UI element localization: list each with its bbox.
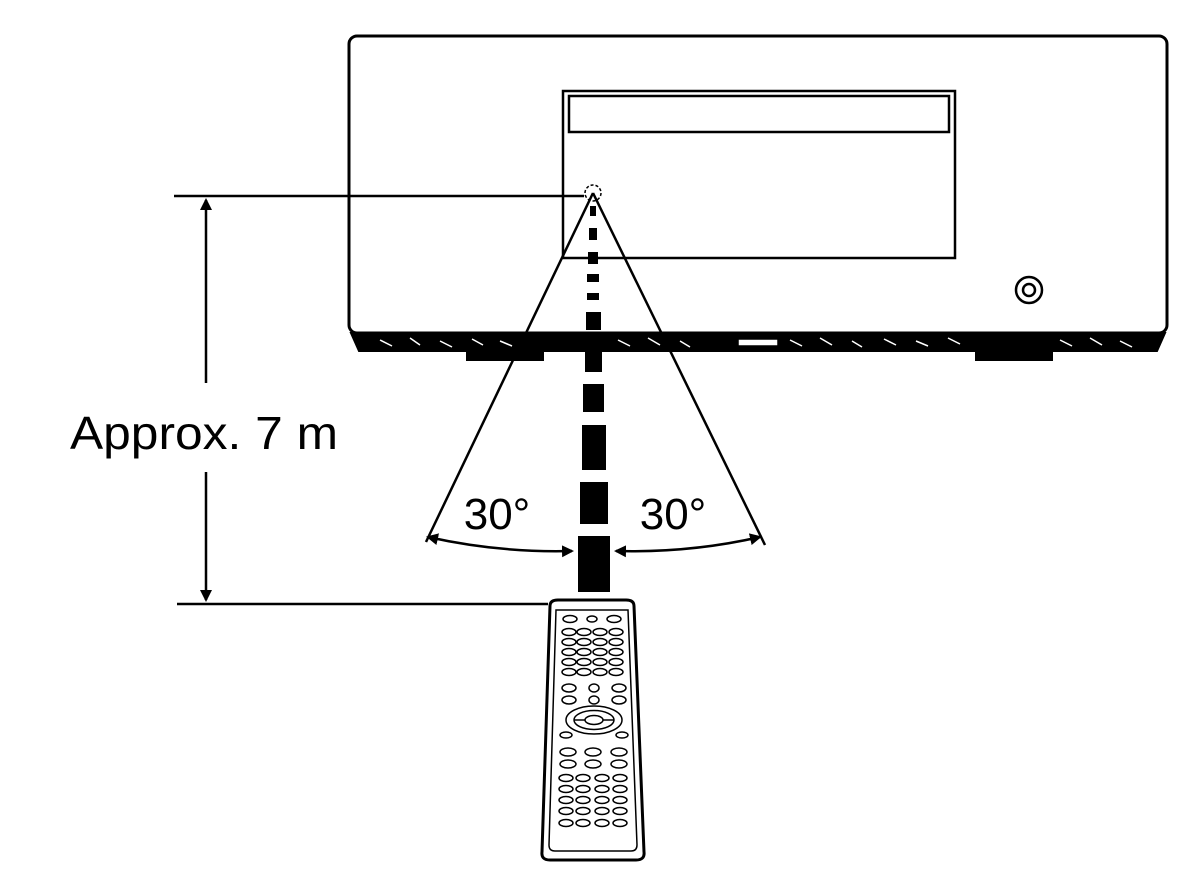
cone-edge-right: [591, 192, 767, 546]
unit-disc-slot: [567, 94, 951, 134]
remote-button-grid-upper: [561, 627, 627, 705]
unit-grille: [379, 337, 1133, 348]
operating-angle-cone: 30° 30°: [424, 192, 767, 592]
remote-button-grid-lower: [558, 747, 628, 828]
unit-foot-left: [466, 351, 544, 361]
angle-arc-right: [614, 533, 762, 558]
main-unit: [347, 34, 1169, 361]
unit-foot-right: [975, 351, 1053, 361]
unit-center-notch: [737, 338, 779, 347]
remote-control: [540, 598, 646, 862]
remote-dpad-icon: [559, 705, 629, 739]
cone-edge-left: [424, 192, 595, 543]
angle-right-label: 30°: [640, 490, 707, 539]
angle-arc-left: [426, 533, 574, 558]
headphone-jack-inner: [1021, 282, 1037, 298]
remote-inner-outline: [548, 609, 638, 852]
ir-beam: [578, 206, 610, 592]
angle-left-label: 30°: [464, 490, 531, 539]
distance-indicator: Approx. 7 m: [70, 194, 584, 606]
remote-top-buttons: [562, 614, 622, 624]
distance-label: Approx. 7 m: [70, 407, 338, 459]
